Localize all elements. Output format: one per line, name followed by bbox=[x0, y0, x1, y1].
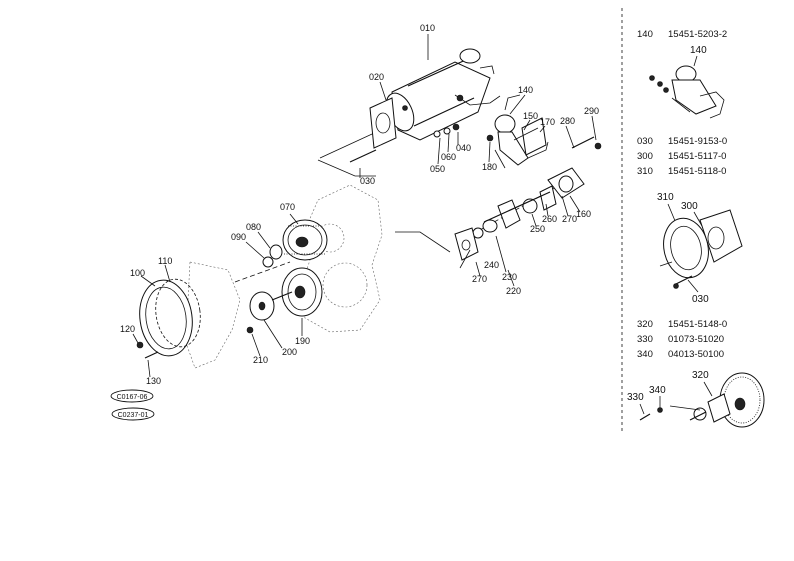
callout-160: 160 bbox=[576, 209, 591, 219]
fuel-pump bbox=[486, 94, 549, 169]
starter-gasket bbox=[369, 97, 397, 149]
callout-260: 260 bbox=[542, 214, 557, 224]
detail300-number-1: 15451-5117-0 bbox=[668, 151, 726, 162]
callout-290: 290 bbox=[584, 106, 599, 116]
stamp-c0167-text: C0167-06 bbox=[117, 394, 148, 401]
detail320-code-2: 340 bbox=[637, 349, 653, 360]
callout-280: 280 bbox=[560, 116, 575, 126]
detail300-code-2: 310 bbox=[637, 166, 653, 177]
callout-050: 050 bbox=[430, 164, 445, 174]
stamp-c0167: C0167-06 bbox=[110, 389, 154, 403]
bolt-210 bbox=[246, 326, 254, 334]
detail300-callout-310: 310 bbox=[657, 192, 674, 203]
detail320-callout-330: 330 bbox=[627, 392, 644, 403]
callout-270: 270 bbox=[562, 214, 577, 224]
callout-140: 140 bbox=[518, 85, 533, 95]
callout-130: 130 bbox=[146, 376, 161, 386]
pump-gaskets bbox=[513, 117, 547, 156]
engine-block-outline bbox=[184, 184, 383, 369]
detail300-code-0: 030 bbox=[637, 136, 653, 147]
starter-motor bbox=[385, 48, 501, 141]
pump-bolts bbox=[571, 136, 602, 150]
cover-bolts bbox=[136, 341, 159, 359]
detail-plate: 030 15451-9153-0 300 15451-5117-0 310 15… bbox=[637, 136, 743, 305]
callout-170: 170 bbox=[540, 117, 555, 127]
detail140-number: 15451-5203-2 bbox=[668, 29, 727, 40]
detail320-code-0: 320 bbox=[637, 319, 653, 330]
callout-150: 150 bbox=[523, 111, 538, 121]
detail300-code-1: 300 bbox=[637, 151, 653, 162]
main-drawing: 010 020 030 040 050 060 070 080 090 100 … bbox=[110, 23, 602, 421]
callout-120: 120 bbox=[120, 324, 135, 334]
callout-270-lower: 270 bbox=[472, 274, 487, 284]
detail320-number-0: 15451-5148-0 bbox=[668, 319, 727, 330]
callout-200: 200 bbox=[282, 347, 297, 357]
detail140-callout: 140 bbox=[690, 45, 707, 56]
detail-gear: 320 15451-5148-0 330 01073-51020 340 040… bbox=[627, 319, 765, 428]
detail300-number-0: 15451-9153-0 bbox=[668, 136, 727, 147]
stamp-c0237: C0237-01 bbox=[111, 407, 155, 421]
callout-240: 240 bbox=[484, 260, 499, 270]
stud-bolt bbox=[349, 149, 377, 163]
idle-shaft-assembly bbox=[454, 167, 585, 261]
callout-090: 090 bbox=[231, 232, 246, 242]
callout-220: 220 bbox=[506, 286, 521, 296]
detail320-callout-340: 340 bbox=[649, 385, 666, 396]
callout-210: 210 bbox=[253, 355, 268, 365]
shaft-200 bbox=[249, 291, 293, 321]
callout-020: 020 bbox=[369, 72, 384, 82]
detail320-callout-320: 320 bbox=[692, 370, 709, 381]
gear-nut bbox=[262, 244, 283, 268]
callout-180: 180 bbox=[482, 162, 497, 172]
detail300-number-2: 15451-5118-0 bbox=[668, 166, 726, 177]
callout-080: 080 bbox=[246, 222, 261, 232]
nut-washers bbox=[433, 123, 460, 138]
gear-case-cover bbox=[139, 278, 201, 357]
callout-190: 190 bbox=[295, 336, 310, 346]
detail320-number-1: 01073-51020 bbox=[668, 334, 724, 345]
callout-110: 110 bbox=[158, 256, 172, 266]
callout-100: 100 bbox=[130, 268, 145, 278]
callout-040: 040 bbox=[456, 143, 471, 153]
leader-lines bbox=[132, 34, 597, 378]
callout-070: 070 bbox=[280, 202, 295, 212]
detail320-number-2: 04013-50100 bbox=[668, 349, 724, 360]
callout-250: 250 bbox=[530, 224, 545, 234]
callout-030: 030 bbox=[360, 176, 375, 186]
stamp-c0237-text: C0237-01 bbox=[118, 412, 149, 419]
detail300-callout-030: 030 bbox=[692, 294, 709, 305]
detail320-code-1: 330 bbox=[637, 334, 653, 345]
callout-010: 010 bbox=[420, 23, 435, 33]
detail-fuel-pump: 140 15451-5203-2 140 bbox=[637, 29, 727, 119]
callout-060: 060 bbox=[441, 152, 456, 162]
gear-190 bbox=[281, 267, 323, 317]
gear-070 bbox=[282, 219, 328, 261]
detail300-callout-300: 300 bbox=[681, 201, 698, 212]
detail140-code: 140 bbox=[637, 29, 653, 40]
callout-230: 230 bbox=[502, 272, 517, 282]
